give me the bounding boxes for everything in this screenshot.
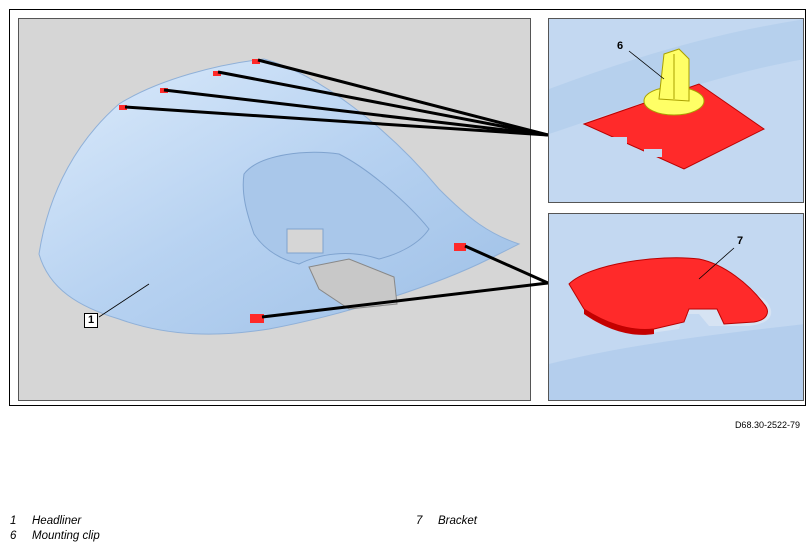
legend-number: 1 <box>10 515 17 527</box>
callout-1: 1 <box>84 313 99 328</box>
clip-detail-illustration <box>549 19 803 202</box>
legend-item-1: 1 Headliner <box>10 515 81 527</box>
legend-number: 6 <box>10 530 17 542</box>
callout-7: 7 <box>737 235 744 247</box>
clip-point-2 <box>160 88 168 93</box>
headliner-view: 1 <box>18 18 531 401</box>
callout-6: 6 <box>617 40 624 52</box>
clip-detail-view: 6 <box>548 18 804 203</box>
bracket-point-1 <box>454 243 466 251</box>
bracket-detail-view: 7 <box>548 213 804 401</box>
legend-number: 7 <box>416 515 423 527</box>
figure-code: D68.30-2522-79 <box>734 420 800 430</box>
clip-point-3 <box>213 71 221 76</box>
bracket-point-2 <box>250 314 264 323</box>
clip-point-1 <box>119 105 127 110</box>
headliner-illustration <box>38 58 521 335</box>
legend-item-7: 7 Bracket <box>416 515 477 527</box>
bracket <box>568 257 768 331</box>
legend-item-6: 6 Mounting clip <box>10 530 100 542</box>
window-opening <box>286 228 324 254</box>
legend-label: Mounting clip <box>32 530 100 542</box>
legend-label: Bracket <box>438 515 477 527</box>
legend-label: Headliner <box>32 515 82 527</box>
bracket-detail-illustration <box>549 214 803 400</box>
clip-point-4 <box>252 59 260 64</box>
